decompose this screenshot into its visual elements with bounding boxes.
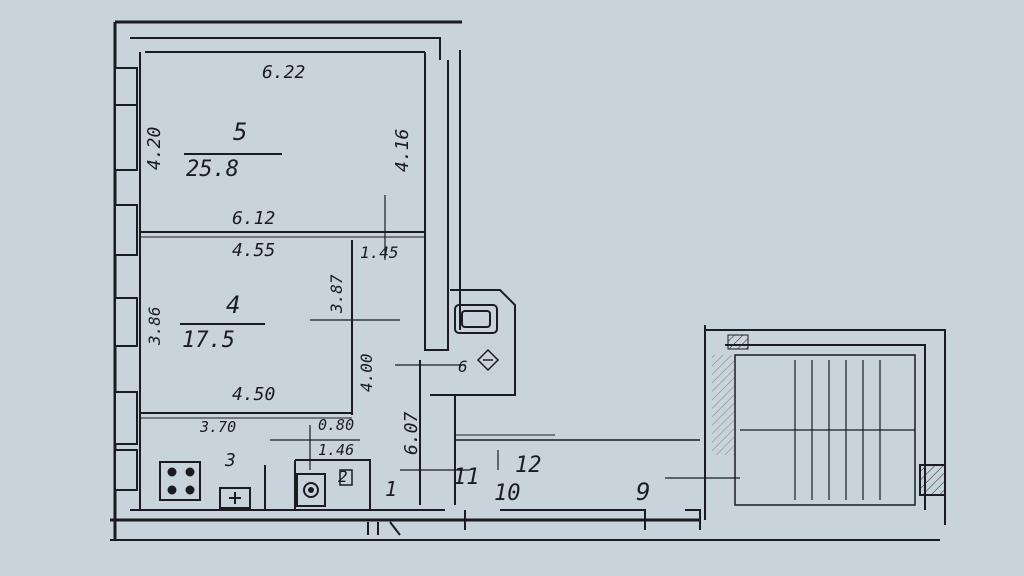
dim-hall-vertical: 6.07 xyxy=(401,411,422,455)
dim-corridor-vertical: 4.00 xyxy=(357,353,376,392)
window xyxy=(919,464,946,496)
room-9-number: 9 xyxy=(636,478,650,506)
sink-icon xyxy=(219,487,251,509)
room-12-number: 12 xyxy=(515,453,542,478)
room-10-number: 10 xyxy=(494,481,521,506)
window xyxy=(114,449,138,491)
room-6-number: 6 xyxy=(458,357,468,376)
toilet-icon xyxy=(296,473,326,507)
room-2-number: 2 xyxy=(338,467,348,486)
dimension-lines xyxy=(270,195,740,479)
interior-walls xyxy=(140,231,701,530)
bathtub-icon xyxy=(454,304,498,334)
dim-room4-right: 3.87 xyxy=(327,274,346,314)
room-5-number: 5 xyxy=(233,118,247,146)
dim-room4-bottom: 4.50 xyxy=(232,384,275,405)
dim-room5-bottom: 6.12 xyxy=(232,208,275,229)
hatched-wall xyxy=(712,355,734,455)
room-4-area: 17.5 xyxy=(182,328,235,353)
window xyxy=(114,297,138,347)
window xyxy=(114,104,138,171)
stairwell xyxy=(704,325,946,525)
dim-room4-left: 3.86 xyxy=(145,306,164,346)
stove-icon xyxy=(159,461,201,501)
entry-marks xyxy=(367,521,401,536)
room-4-number: 4 xyxy=(226,291,240,319)
room-3-number: 3 xyxy=(224,450,236,471)
dim-room5-right: 4.16 xyxy=(392,129,413,172)
dim-room5-left: 4.20 xyxy=(144,127,165,170)
dim-corridor-top: 1.45 xyxy=(360,243,399,262)
radiator-icon xyxy=(476,348,500,372)
dim-bath-top: 0.80 xyxy=(318,416,354,434)
room-5-area: 25.8 xyxy=(186,157,239,182)
windows-left xyxy=(114,67,138,491)
room-1-number: 1 xyxy=(385,477,397,501)
stairs-icon xyxy=(740,360,915,500)
dim-room5-top: 6.22 xyxy=(262,62,305,83)
room-11-number: 11 xyxy=(453,465,480,490)
door-swing xyxy=(339,469,353,486)
window xyxy=(114,204,138,256)
window xyxy=(114,391,138,445)
dim-bath-width: 1.46 xyxy=(318,441,354,459)
dim-room4-top: 4.55 xyxy=(232,240,275,261)
dim-kitchen-top: 3.70 xyxy=(199,418,236,436)
